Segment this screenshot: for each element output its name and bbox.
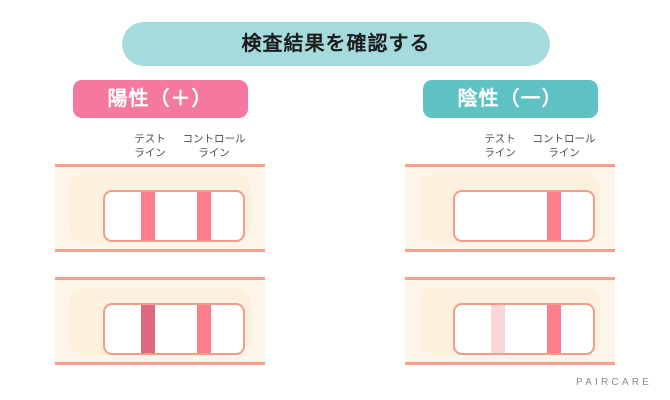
line-legend-positive: テスト ライン コントロール ライン: [15, 132, 305, 164]
page-title-banner: 検査結果を確認する: [122, 22, 550, 66]
result-badge-positive-label: 陽性（＋）: [107, 88, 213, 110]
strip-spacer: [15, 252, 305, 277]
test-strip-negative-bottom: [405, 277, 615, 365]
control-line-label-row2: ライン: [548, 147, 580, 159]
test-line-label-row1: テスト: [134, 133, 166, 145]
test-strip-inner-panel: [419, 174, 601, 242]
control-line-label-row1: コントロール: [182, 133, 246, 145]
control-line-band: [547, 192, 561, 240]
result-badge-negative: 陰性（一）: [422, 80, 598, 118]
test-line-label-row1: テスト: [484, 133, 516, 145]
result-column-positive: 陽性（＋） テスト ライン コントロール ライン: [15, 80, 305, 365]
control-line-label-row1: コントロール: [532, 133, 596, 145]
control-line-label-row2: ライン: [198, 147, 230, 159]
control-line-label-positive: コントロール ライン: [179, 132, 249, 160]
result-badge-negative-label: 陰性（一）: [457, 88, 563, 110]
test-line-label-row2: ライン: [484, 147, 516, 159]
page-title: 検査結果を確認する: [241, 33, 431, 55]
test-line-label-negative: テスト ライン: [465, 132, 535, 160]
control-line-band: [197, 192, 211, 240]
test-strip-result-window: [453, 190, 595, 242]
test-line-band: [491, 192, 505, 240]
test-strip-result-window: [103, 303, 245, 355]
test-strip-positive-top: [55, 164, 265, 252]
test-line-label-row2: ライン: [134, 147, 166, 159]
line-legend-negative: テスト ライン コントロール ライン: [365, 132, 655, 164]
test-strip-result-window: [453, 303, 595, 355]
test-line-label-positive: テスト ライン: [115, 132, 185, 160]
test-line-band: [491, 305, 505, 353]
control-line-label-negative: コントロール ライン: [529, 132, 599, 160]
control-line-band: [547, 305, 561, 353]
test-strip-inner-panel: [69, 174, 251, 242]
test-strip-positive-bottom: [55, 277, 265, 365]
test-line-band: [141, 192, 155, 240]
test-strip-inner-panel: [69, 287, 251, 355]
test-strip-inner-panel: [419, 287, 601, 355]
test-line-band: [141, 305, 155, 353]
test-strip-negative-top: [405, 164, 615, 252]
test-strip-result-window: [103, 190, 245, 242]
strip-spacer: [365, 252, 655, 277]
brand-wordmark: PAIRCARE: [576, 377, 652, 388]
result-column-negative: 陰性（一） テスト ライン コントロール ライン: [365, 80, 655, 365]
control-line-band: [197, 305, 211, 353]
result-badge-positive: 陽性（＋）: [72, 80, 248, 118]
